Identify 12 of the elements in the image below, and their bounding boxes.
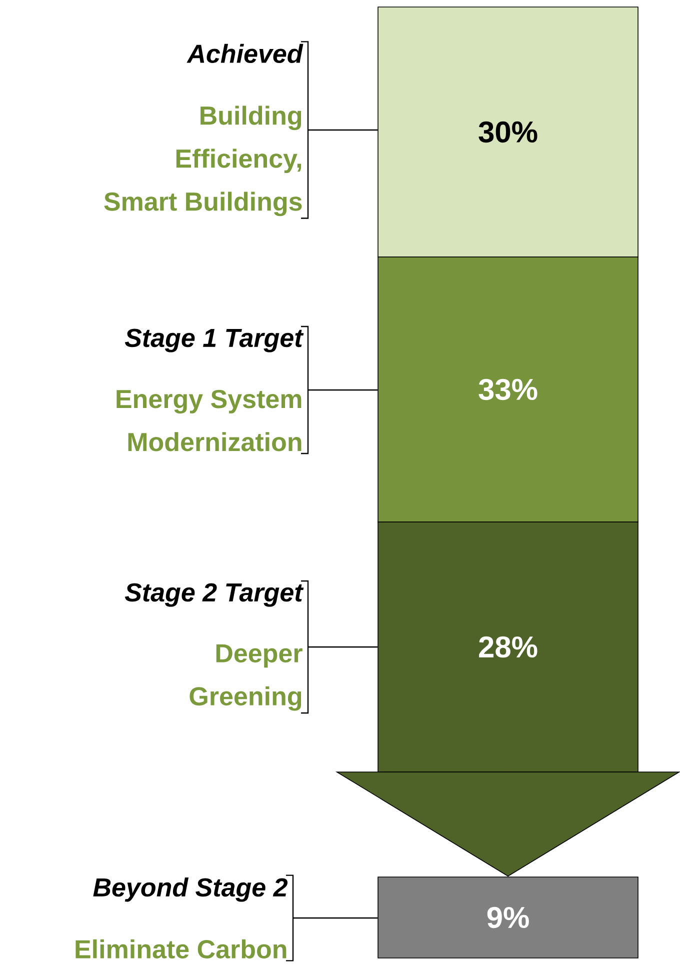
leader-line xyxy=(308,646,378,648)
bar-segment: 33% xyxy=(378,256,638,522)
bar-segment: 30% xyxy=(378,6,638,258)
stage-label: Achieved Building Efficiency, Smart Buildings xyxy=(104,44,304,216)
leader-line xyxy=(308,129,378,131)
leader-line xyxy=(308,389,378,391)
stage-label: Stage 1 Target Energy System Modernization xyxy=(116,328,304,452)
stage-label: Stage 2 Target Deeper Greening xyxy=(124,583,304,711)
bar-segment: 9% xyxy=(378,876,638,958)
bar-segment: 28% xyxy=(378,522,638,772)
stage-label: Beyond Stage 2 Eliminate Carbon xyxy=(76,878,288,958)
leader-line xyxy=(293,917,378,919)
